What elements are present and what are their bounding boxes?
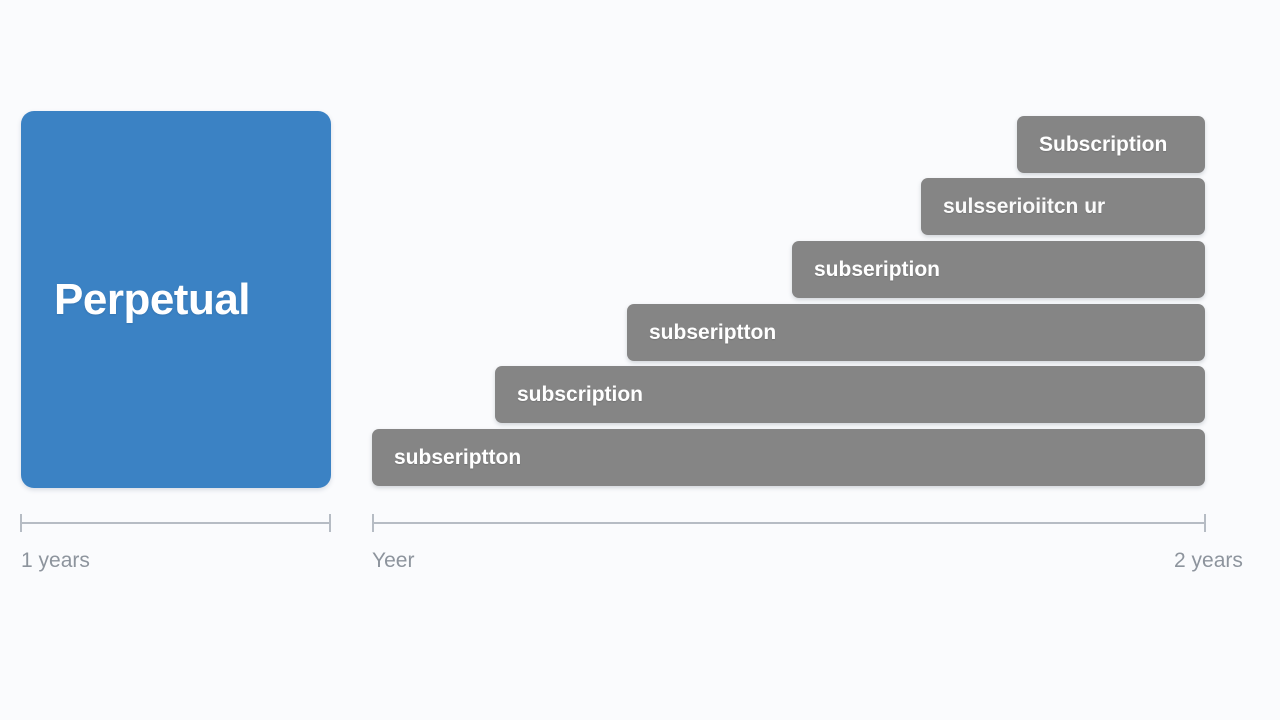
subscription-bar-2[interactable]: sulsserioiitcn ur — [921, 178, 1205, 235]
ruler-line-2 — [372, 522, 1206, 524]
subscription-bar-5[interactable]: subscription — [495, 366, 1205, 423]
subscription-bar-label-4: subseriptton — [649, 321, 777, 344]
axis-label-middle: Yeer — [372, 549, 415, 572]
subscription-axis-ruler — [372, 514, 1206, 532]
subscription-bar-3[interactable]: subseription — [792, 241, 1205, 298]
subscription-bar-label-2: sulsserioiitcn ur — [943, 195, 1106, 218]
subscription-bar-label-3: subseription — [814, 258, 941, 281]
ruler-tick-right — [329, 514, 331, 532]
perpetual-label: Perpetual — [54, 274, 251, 324]
subscription-bar-4[interactable]: subseriptton — [627, 304, 1205, 361]
axis-label-left: 1 years — [21, 549, 90, 572]
subscription-bar-6[interactable]: subseriptton — [372, 429, 1205, 486]
subscription-bar-1[interactable]: Subscription — [1017, 116, 1205, 173]
axis-label-right: 2 years — [1174, 549, 1243, 572]
subscription-bar-label-1: Subscription — [1039, 133, 1168, 156]
perpetual-axis-ruler — [20, 514, 331, 532]
ruler-line — [20, 522, 331, 524]
subscription-bar-label-6: subseriptton — [394, 446, 522, 469]
ruler-tick-right-2 — [1204, 514, 1206, 532]
subscription-bar-label-5: subscription — [517, 383, 644, 406]
perpetual-card[interactable]: Perpetual — [21, 111, 331, 488]
